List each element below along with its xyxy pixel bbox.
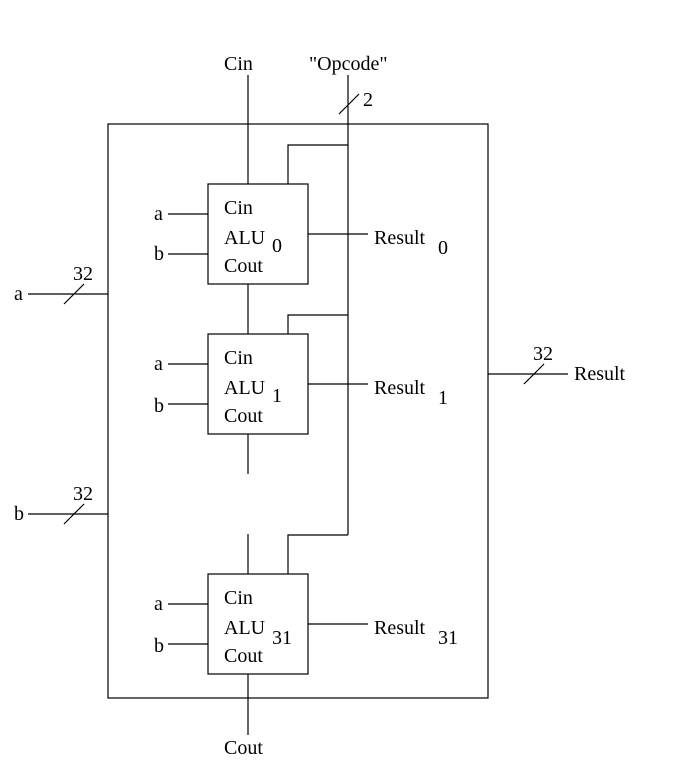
alu-0: Cin ALU 0 Cout a b Result 0 [154,183,448,285]
alu-0-cin: Cin [224,197,253,219]
alu-0-cout: Cout [224,255,263,277]
alu-31-cin: Cin [224,587,253,609]
input-b-width: 32 [73,483,93,505]
alu-1-a-label: a [154,353,163,375]
alu-1-result-label: Result [374,377,426,399]
opcode-width-slash [338,93,360,115]
outer-alu-box [107,123,489,699]
input-a-label: a [14,283,23,305]
alu-0-b-label: b [154,243,164,265]
alu-31-result-label: Result [374,617,426,639]
opcode-branch-alu0 [287,144,348,184]
opcode-branch-alu1 [287,314,348,334]
output-result-width: 32 [533,343,553,365]
alu-1-cin: Cin [224,347,253,369]
alu-0-result-label: Result [374,227,426,249]
output-result-width-slash [523,363,545,385]
alu-31-index: 31 [272,627,292,649]
opcode-branch-alu31 [287,534,348,574]
alu-1: Cin ALU 1 Cout a b Result 1 [154,333,448,435]
input-a-width-slash [63,283,85,305]
alu-1-cout: Cout [224,405,263,427]
alu-1-b-label: b [154,395,164,417]
input-a-width: 32 [73,263,93,285]
alu-1-result-index: 1 [438,387,448,409]
alu-1-index: 1 [272,385,282,407]
alu-0-name: ALU [224,227,266,249]
alu-31-name: ALU [224,617,266,639]
alu-0-result-index: 0 [438,237,448,259]
alu-0-a-label: a [154,203,163,225]
alu-31: Cin ALU 31 Cout a b Result 31 [154,573,458,675]
output-result-label: Result [574,363,626,385]
alu-31-b-label: b [154,635,164,657]
alu-31-a-label: a [154,593,163,615]
cout-label: Cout [224,737,263,759]
opcode-label: "Opcode" [309,53,388,75]
alu-31-result-index: 31 [438,627,458,649]
input-b-label: b [14,503,24,525]
alu-31-cout: Cout [224,645,263,667]
opcode-width-label: 2 [363,89,373,111]
alu-1-name: ALU [224,377,266,399]
alu-0-index: 0 [272,235,282,257]
input-b-width-slash [63,503,85,525]
cin-label: Cin [224,53,253,75]
